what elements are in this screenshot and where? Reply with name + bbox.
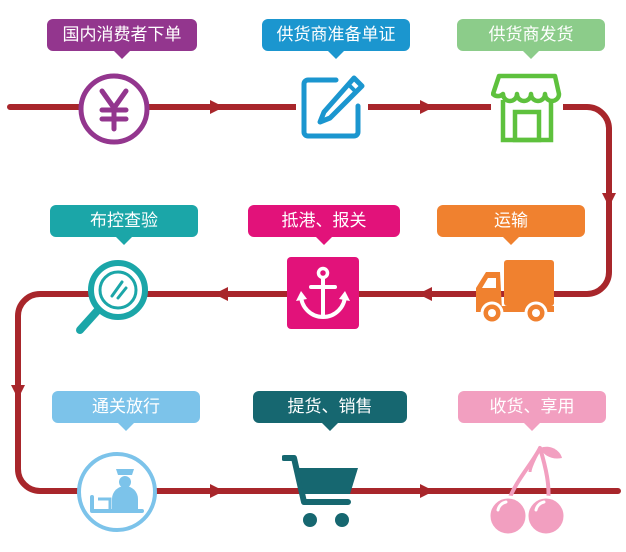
edit-document-icon: [296, 70, 368, 142]
step-label-inspection: 布控查验: [50, 205, 198, 245]
arrow-right: [210, 484, 224, 498]
arrow-down: [11, 385, 25, 399]
yen-icon: [78, 73, 150, 145]
step-label-receive-enjoy: 收货、享用: [458, 391, 606, 431]
customs-officer-icon: [77, 452, 157, 532]
step-label-prepare-docs: 供货商准备单证: [262, 19, 410, 59]
step-label-transport: 运输: [437, 205, 585, 245]
flow-arrows: [11, 100, 616, 498]
step-label-clearance: 通关放行: [52, 391, 200, 431]
arrow-right: [210, 100, 224, 114]
cherry-icon: [487, 446, 567, 537]
step-label-ship: 供货商发货: [457, 19, 605, 59]
magnifier-icon: [76, 260, 148, 334]
anchor-icon: [287, 257, 359, 329]
arrow-left: [214, 287, 228, 301]
arrow-right: [420, 100, 434, 114]
step-label-order: 国内消费者下单: [47, 19, 197, 59]
arrow-left: [418, 287, 432, 301]
step-label-pickup-sale: 提货、销售: [253, 391, 407, 431]
storefront-icon: [491, 70, 563, 144]
arrow-down: [602, 193, 616, 207]
arrow-right: [420, 484, 434, 498]
truck-icon: [476, 260, 554, 325]
step-label-port-declaration: 抵港、报关: [248, 205, 400, 245]
shopping-cart-icon: [282, 455, 358, 527]
